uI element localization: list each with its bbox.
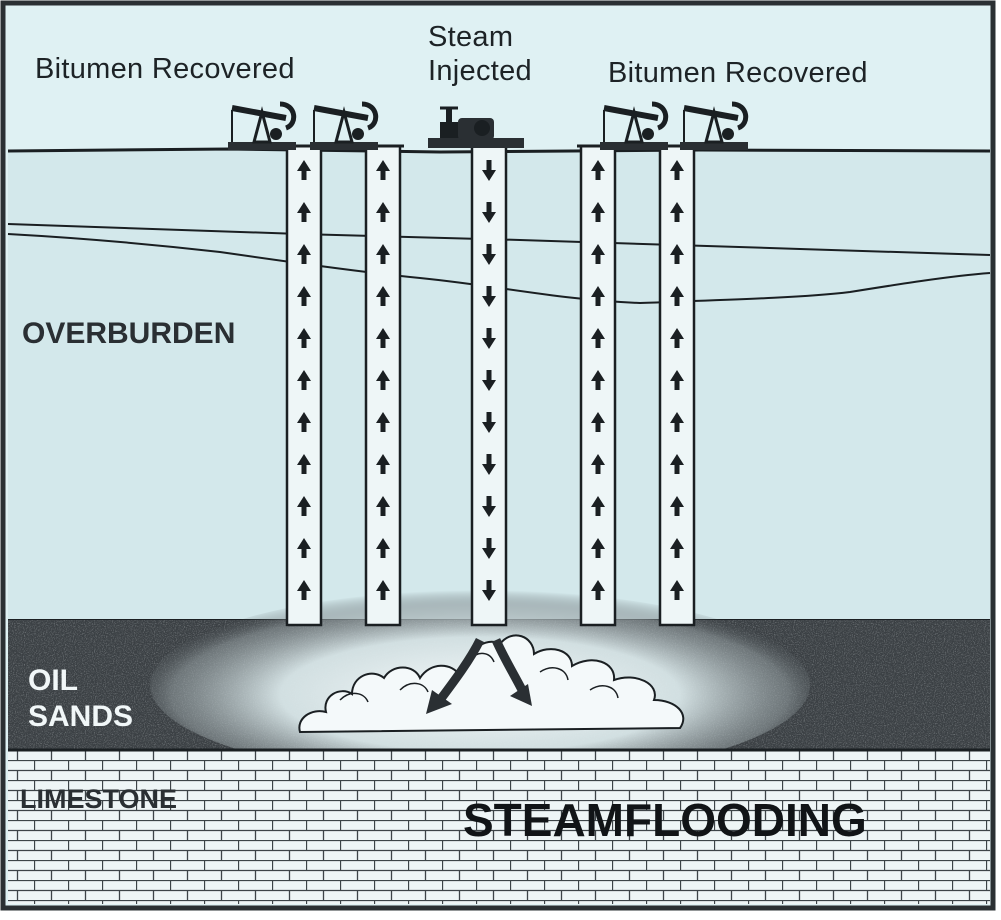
arrow-up-icon xyxy=(297,160,311,180)
arrow-up-icon xyxy=(376,370,390,390)
production-well xyxy=(283,144,325,627)
diagram-title: STEAMFLOODING xyxy=(463,794,867,846)
arrow-down-icon xyxy=(482,286,496,307)
arrow-up-icon xyxy=(670,160,684,180)
arrow-up-icon xyxy=(376,160,390,180)
limestone-layer xyxy=(8,748,990,904)
arrow-up-icon xyxy=(376,286,390,306)
arrow-up-icon xyxy=(376,580,390,600)
arrow-up-icon xyxy=(591,496,605,516)
arrow-down-icon xyxy=(482,328,496,349)
arrow-up-icon xyxy=(376,538,390,558)
injection-wellhead-icon xyxy=(428,106,524,148)
arrow-down-icon xyxy=(482,202,496,223)
arrow-up-icon xyxy=(297,580,311,600)
arrow-up-icon xyxy=(591,244,605,264)
arrow-down-icon xyxy=(482,496,496,517)
arrow-up-icon xyxy=(591,370,605,390)
arrow-up-icon xyxy=(297,328,311,348)
arrow-up-icon xyxy=(670,244,684,264)
arrow-up-icon xyxy=(297,202,311,222)
arrow-up-icon xyxy=(670,286,684,306)
arrow-up-icon xyxy=(297,412,311,432)
arrow-down-icon xyxy=(482,580,496,601)
arrow-up-icon xyxy=(670,580,684,600)
arrow-up-icon xyxy=(670,202,684,222)
surface-equipment xyxy=(228,101,749,150)
arrow-up-icon xyxy=(670,412,684,432)
arrow-up-icon xyxy=(591,286,605,306)
ground-surface-line xyxy=(7,147,991,154)
arrow-down-icon xyxy=(482,370,496,391)
arrow-up-icon xyxy=(297,454,311,474)
steam-flow-arrow-right xyxy=(491,638,527,693)
arrow-up-icon xyxy=(376,244,390,264)
arrow-up-icon xyxy=(591,328,605,348)
arrow-up-icon xyxy=(591,580,605,600)
arrow-up-icon xyxy=(297,286,311,306)
arrow-up-icon xyxy=(670,538,684,558)
pump-jack-icon xyxy=(228,101,297,150)
steam-flow-arrows xyxy=(426,637,532,714)
label-injected: Injected xyxy=(428,55,532,87)
arrow-down-icon xyxy=(482,412,496,433)
arrow-up-icon xyxy=(670,454,684,474)
arrow-down-icon xyxy=(482,160,496,181)
label-oil: OIL xyxy=(28,664,78,697)
arrow-down-icon xyxy=(482,244,496,265)
strata-line-upper xyxy=(7,223,991,256)
arrow-up-icon xyxy=(591,538,605,558)
arrow-up-icon xyxy=(591,454,605,474)
label-sands: SANDS xyxy=(28,700,133,733)
arrow-up-icon xyxy=(297,538,311,558)
wells-group xyxy=(283,144,698,627)
arrow-up-icon xyxy=(670,370,684,390)
label-limestone: LIMESTONE xyxy=(20,784,177,814)
pump-jack-icon xyxy=(600,101,669,150)
arrow-up-icon xyxy=(297,244,311,264)
arrow-up-icon xyxy=(376,202,390,222)
strata-line-lower xyxy=(7,233,991,305)
arrow-up-icon xyxy=(670,496,684,516)
arrow-up-icon xyxy=(297,496,311,516)
arrow-up-icon xyxy=(297,370,311,390)
production-well xyxy=(577,144,619,627)
label-steam: Steam xyxy=(428,21,513,53)
arrow-down-icon xyxy=(482,538,496,559)
arrow-up-icon xyxy=(376,454,390,474)
production-well xyxy=(656,144,698,627)
steam-flow-arrow-left xyxy=(436,637,485,703)
pump-jack-icon xyxy=(310,101,379,150)
arrow-up-icon xyxy=(376,496,390,516)
arrow-up-icon xyxy=(376,412,390,432)
arrow-down-icon xyxy=(482,454,496,475)
injection-well xyxy=(468,144,510,627)
label-overburden: OVERBURDEN xyxy=(22,317,235,350)
label-bitumen-recovered-left: Bitumen Recovered xyxy=(35,53,295,85)
arrow-up-icon xyxy=(591,412,605,432)
arrow-up-icon xyxy=(670,328,684,348)
arrow-up-icon xyxy=(376,328,390,348)
arrow-up-icon xyxy=(591,160,605,180)
pump-jack-icon xyxy=(680,101,749,150)
label-bitumen-recovered-right: Bitumen Recovered xyxy=(608,57,868,89)
steam-cloud xyxy=(298,634,685,734)
arrow-up-icon xyxy=(591,202,605,222)
production-well xyxy=(362,144,404,627)
